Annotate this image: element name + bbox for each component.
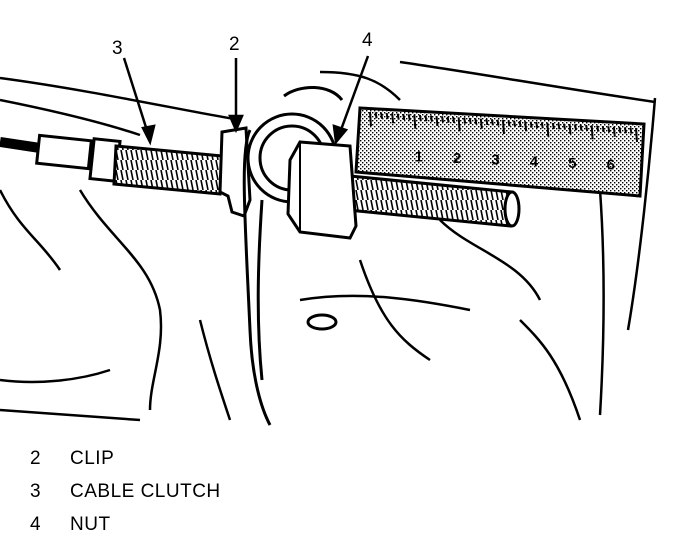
ruler-tick <box>468 117 472 125</box>
ruler-tick <box>418 114 422 122</box>
ruler-tick <box>407 114 411 121</box>
ruler-tick <box>502 119 505 135</box>
nut <box>286 140 358 240</box>
ruler-tick <box>612 126 616 137</box>
legend-number: 2 <box>30 448 42 469</box>
legend-item-clip: 2 CLIP <box>30 446 430 479</box>
ruler-tick <box>618 126 622 134</box>
ruler-tick <box>562 123 566 130</box>
ruler-tick <box>474 118 478 125</box>
ruler-tick <box>529 121 533 128</box>
ruler-number: 1 <box>414 149 422 166</box>
ruler-tick <box>579 124 583 131</box>
legend-item-nut: 4 NUT <box>30 512 430 545</box>
ruler-tick <box>557 123 561 130</box>
legend-item-cable-clutch: 3 CABLE CLUTCH <box>30 479 430 512</box>
legend-label: CABLE CLUTCH <box>70 481 221 502</box>
ruler-tick <box>623 127 627 134</box>
ruler-tick <box>546 122 550 137</box>
ruler-tick <box>385 112 389 120</box>
ruler-number: 4 <box>530 153 539 170</box>
ruler-tick <box>551 122 555 130</box>
ruler-tick <box>601 125 605 133</box>
ruler-tick <box>374 112 378 119</box>
cable-clutch-threaded-rod <box>112 144 521 228</box>
ruler-tick <box>496 119 500 126</box>
legend-number: 4 <box>30 514 42 535</box>
ruler-tick <box>396 113 400 120</box>
clip <box>218 126 272 426</box>
ruler-tick <box>413 114 417 129</box>
legend-label: NUT <box>70 514 111 535</box>
ruler-tick <box>435 115 439 127</box>
ruler-tick <box>518 120 522 128</box>
housing-hole <box>306 313 338 331</box>
callout-2: 2 <box>229 34 240 55</box>
ruler-tick <box>540 122 544 129</box>
ruler-tick <box>463 117 467 124</box>
ruler-tick <box>635 127 638 143</box>
ruler-tick <box>596 125 600 132</box>
ruler-tick <box>590 125 594 140</box>
ruler-tick <box>391 113 395 124</box>
ruler-number: 6 <box>607 156 615 173</box>
ruler-tick <box>524 121 528 132</box>
ruler-tick <box>535 121 539 129</box>
callout-4: 4 <box>362 30 373 51</box>
ruler-tick <box>452 116 456 124</box>
legend-number: 3 <box>30 481 42 502</box>
ruler-tick <box>457 117 461 132</box>
legend: 2 CLIP 3 CABLE CLUTCH 4 NUT <box>30 446 430 545</box>
ruler-tick <box>629 127 633 134</box>
leader-lines <box>122 55 370 146</box>
ruler-tick <box>479 118 483 129</box>
ruler-number: 5 <box>568 155 576 172</box>
cable-end <box>0 133 122 183</box>
measuring-ruler: 1 2 3 4 5 6 <box>354 106 646 198</box>
ruler-tick <box>568 123 572 135</box>
ruler-tick <box>485 118 489 126</box>
ruler-tick <box>585 124 589 132</box>
ruler-tick <box>441 116 445 123</box>
ruler-tick <box>607 126 611 133</box>
ruler-tick <box>424 115 428 122</box>
ruler-tick <box>490 119 494 126</box>
ruler-tick <box>574 124 578 131</box>
ruler-tick <box>380 112 384 119</box>
ruler-tick <box>369 111 372 127</box>
ruler-tick <box>446 116 450 123</box>
ruler-number: 3 <box>491 152 499 169</box>
ruler-tick <box>507 120 511 127</box>
ruler-tick <box>402 113 406 121</box>
clutch-cable-adjustment-diagram: 1 2 3 4 5 6 3 2 4 <box>0 30 657 426</box>
ruler-number: 2 <box>453 150 461 167</box>
callout-3: 3 <box>112 38 123 59</box>
housing-outline <box>0 60 657 422</box>
ruler-tick <box>513 120 517 127</box>
ruler-tick <box>429 115 433 122</box>
legend-label: CLIP <box>70 448 115 469</box>
